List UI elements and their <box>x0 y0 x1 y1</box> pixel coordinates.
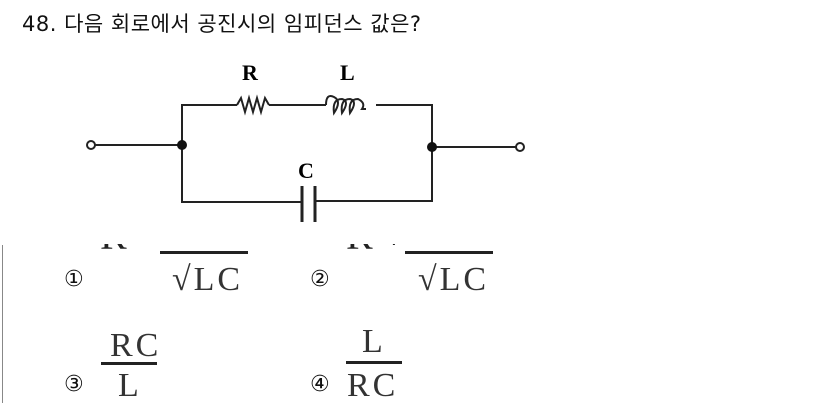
option-lead-clipped: R − <box>100 244 180 256</box>
top-right-wire <box>376 104 433 147</box>
option-numerator: L <box>362 323 386 360</box>
resistor-symbol <box>236 94 270 116</box>
option-marker: ④ <box>310 372 330 397</box>
resistor-label: R <box>242 60 259 85</box>
top-left-wire <box>181 104 237 145</box>
margin-line <box>2 245 3 403</box>
fraction-bar <box>405 251 493 254</box>
option-denominator: L <box>118 367 142 404</box>
fraction-bar <box>101 362 157 365</box>
option-marker: ① <box>64 267 84 292</box>
question-body: 다음 회로에서 공진시의 임피던스 값은? <box>64 12 422 36</box>
right-terminal <box>515 142 525 152</box>
option-denominator: √LC <box>418 261 490 298</box>
option-marker: ③ <box>64 372 84 397</box>
fraction-bar <box>160 251 248 254</box>
inductor-label: L <box>340 60 355 85</box>
option-denominator: √LC <box>172 261 244 298</box>
option-denominator: RC <box>347 367 399 404</box>
inductor-symbol <box>325 95 366 116</box>
bottom-left-wire <box>181 145 302 203</box>
option-marker: ② <box>310 267 330 292</box>
question-text: 48. 다음 회로에서 공진시의 임피던스 값은? <box>22 8 422 38</box>
bottom-right-wire <box>315 147 433 202</box>
question-number: 48. <box>22 12 57 36</box>
right-junction-node <box>427 142 437 152</box>
left-terminal <box>86 140 96 150</box>
left-junction-node <box>177 140 187 150</box>
capacitor-label: C <box>298 158 314 183</box>
fraction-bar <box>346 361 402 364</box>
option-lead-clipped: R + <box>346 244 426 256</box>
circuit-diagram: R L C <box>86 60 525 222</box>
option-numerator: RC <box>110 327 162 364</box>
